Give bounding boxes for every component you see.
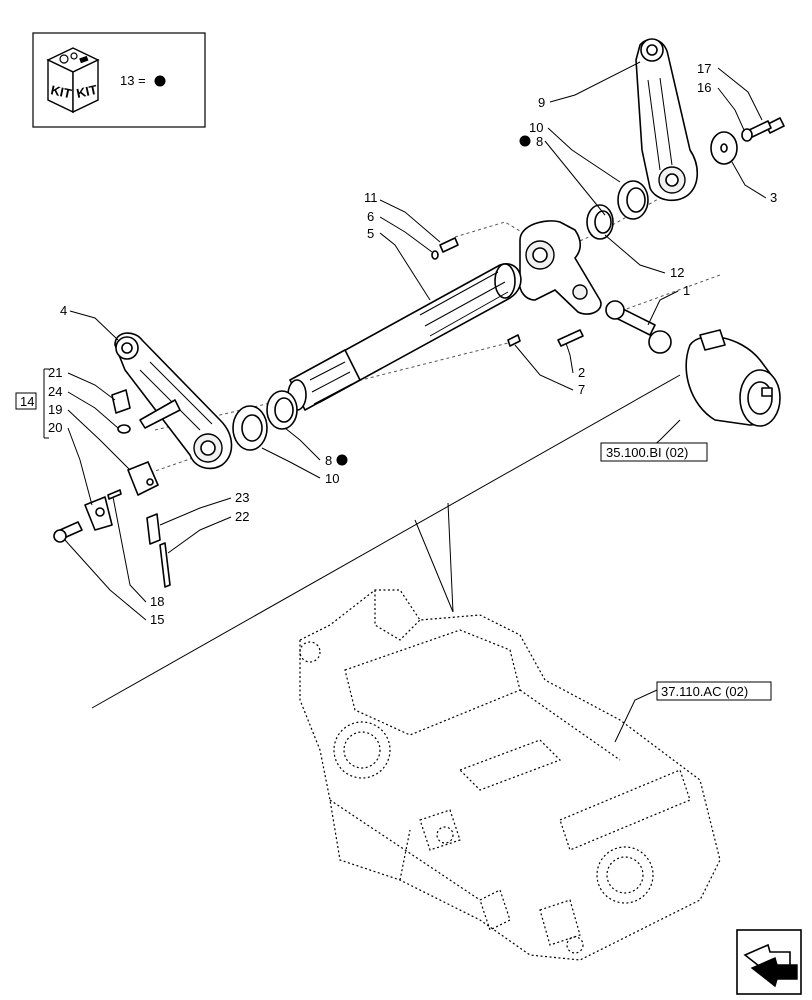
part-23-fitting — [146, 513, 161, 545]
callout-10-lower: 10 — [325, 471, 339, 486]
reference-housing: 37.110.AC (02) — [661, 684, 748, 699]
housing-pointer-lines — [91, 374, 681, 709]
arrow-icon — [743, 943, 798, 988]
callout-2: 2 — [578, 365, 585, 380]
callout-18: 18 — [150, 594, 164, 609]
lift-housing — [299, 589, 721, 961]
callout-8-lower: 8 — [325, 453, 332, 468]
callout-1: 1 — [683, 283, 690, 298]
callout-5: 5 — [367, 226, 374, 241]
kit-dot-8-lower-icon — [336, 454, 348, 466]
part-24-clip — [117, 424, 131, 434]
callout-24: 24 — [48, 384, 62, 399]
callout-21: 21 — [48, 365, 62, 380]
part-12-ring — [586, 204, 614, 240]
callout-4: 4 — [60, 303, 67, 318]
callout-19: 19 — [48, 402, 62, 417]
callout-17: 17 — [697, 61, 711, 76]
part-2-pin — [557, 329, 584, 347]
callout-labels: 9 17 16 3 10 8 11 6 5 12 1 2 7 4 21 24 1… — [15, 61, 777, 627]
part-19-block — [127, 461, 159, 496]
part-9-lift-arm-right — [635, 38, 699, 202]
part-20-plate — [84, 496, 113, 531]
next-page-arrow-button[interactable] — [736, 929, 802, 995]
kit-dot-icon — [154, 75, 166, 87]
part-21-cap — [111, 389, 131, 414]
callout-6: 6 — [367, 209, 374, 224]
part-3-disc — [710, 131, 738, 165]
leader-lines — [43, 61, 767, 743]
part-22-rod — [159, 542, 171, 588]
reference-box-cylinder — [600, 442, 708, 462]
part-16-washer — [741, 128, 753, 142]
part-7-screw — [507, 334, 521, 347]
part-10-ring-lower — [232, 405, 268, 451]
callout-22: 22 — [235, 509, 249, 524]
part-8-ring-lower — [266, 390, 298, 430]
callout-8-upper: 8 — [536, 134, 543, 149]
kit-icon-label-right: KIT — [75, 82, 99, 101]
part-6-o-ring — [431, 250, 439, 260]
hydraulic-cylinder — [685, 329, 781, 427]
reference-boxes: 35.100.BI (02) 37.110.AC (02) — [600, 442, 772, 701]
part-1-ball-pin — [605, 300, 672, 354]
part-4-lift-arm-left — [114, 332, 233, 470]
kit-box-icon: KIT KIT — [46, 47, 100, 114]
part-11-fitting — [439, 237, 459, 253]
kit-dot-8-upper-icon — [519, 135, 531, 147]
part-18-pin — [107, 489, 122, 500]
kit-legend: KIT KIT 13 = — [32, 32, 206, 128]
reference-cylinder: 35.100.BI (02) — [606, 445, 688, 460]
reference-box-housing — [656, 681, 772, 701]
kit-legend-text: 13 = — [120, 73, 146, 88]
callout-15: 15 — [150, 612, 164, 627]
part-5-splined-shaft — [287, 263, 522, 411]
callout-23: 23 — [235, 490, 249, 505]
callout-9: 9 — [538, 95, 545, 110]
callout-14: 14 — [20, 394, 34, 409]
callout-10-upper: 10 — [529, 120, 543, 135]
part-15-bolt — [53, 521, 83, 543]
callout-7: 7 — [578, 382, 585, 397]
callout-11: 11 — [364, 190, 378, 205]
callout-3: 3 — [770, 190, 777, 205]
part-10-ring-upper — [617, 180, 649, 220]
callout-14-box — [15, 392, 37, 410]
part-lever-bracket — [518, 220, 602, 315]
callout-16: 16 — [697, 80, 711, 95]
callout-12: 12 — [670, 265, 684, 280]
kit-icon-label-left: KIT — [49, 82, 73, 101]
callout-20: 20 — [48, 420, 62, 435]
